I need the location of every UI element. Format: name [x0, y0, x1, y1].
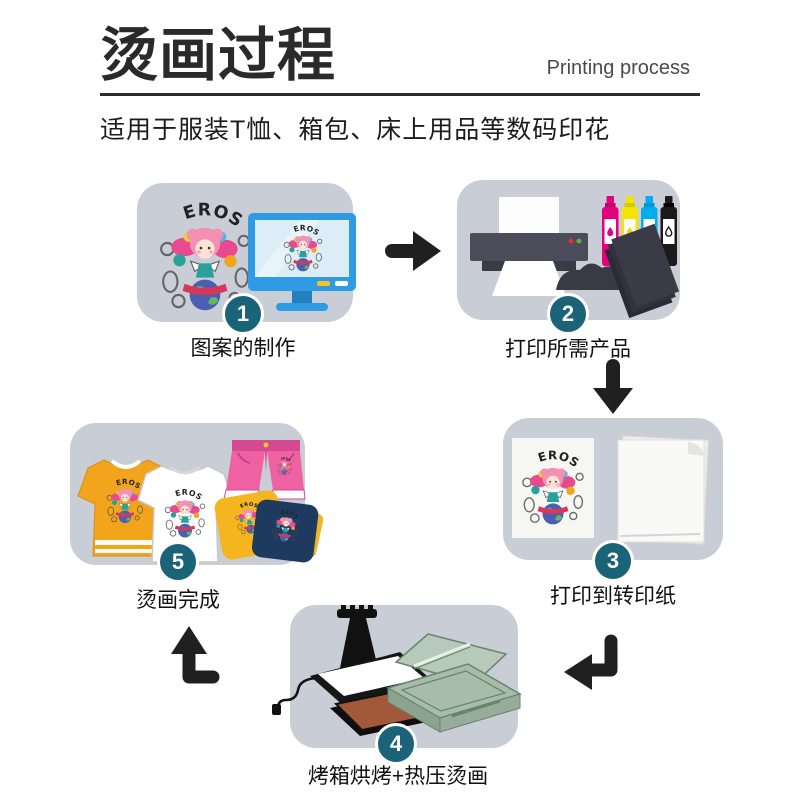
arrow-turn-up-icon [171, 626, 220, 684]
computer-monitor [248, 213, 356, 311]
arrow-right-icon [385, 231, 441, 271]
page-title-english: Printing process [546, 57, 690, 79]
step-2-badge: 2 [547, 293, 589, 335]
transfer-film-sheets [604, 223, 680, 319]
white-tshirt [137, 465, 233, 563]
ink-bottle-black [660, 196, 677, 266]
toner-powder-pile [556, 263, 627, 290]
blank-paper-stack [616, 435, 710, 545]
step-5-badge: 5 [157, 541, 199, 583]
printed-transfer-paper [512, 438, 594, 538]
page-title: 烫画过程 [100, 23, 337, 88]
step-1-label: 图案的制作 [190, 337, 296, 360]
step-2-label: 打印所需产品 [505, 338, 631, 361]
pink-shorts [223, 440, 306, 500]
navy-pillow [251, 499, 324, 563]
step-4-badge: 4 [375, 723, 417, 765]
inkjet-printer [470, 197, 588, 296]
step-4-label: 烤箱烘烤+热压烫画 [307, 765, 489, 788]
page-description: 适用于服装T恤、箱包、床上用品等数码印花 [100, 116, 611, 144]
step-1-badge: 1 [222, 293, 264, 335]
step-5-label: 烫画完成 [136, 589, 220, 612]
monitor-power-light [317, 281, 330, 286]
flat-oven-press [386, 633, 522, 733]
step-3-label: 打印到转印纸 [550, 585, 676, 608]
step-3-badge: 3 [592, 540, 634, 582]
arrow-down-icon [593, 359, 633, 414]
header-divider [100, 93, 700, 96]
arrow-return-left-icon [564, 634, 618, 690]
